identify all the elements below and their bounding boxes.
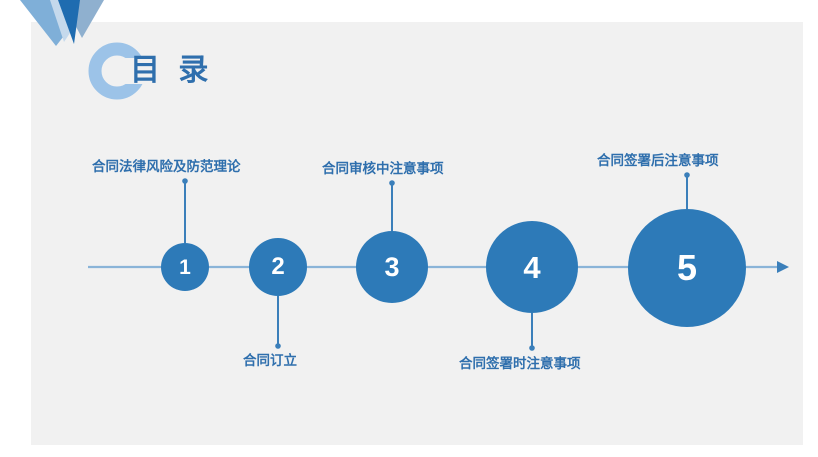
connector-dot-1 xyxy=(182,178,188,184)
timeline-node-3-number: 3 xyxy=(384,251,400,282)
connector-dot-4 xyxy=(529,345,535,351)
timeline-label-3: 合同审核中注意事项 xyxy=(322,161,444,176)
timeline-node-2[interactable]: 2 xyxy=(249,238,307,296)
timeline-label-1: 合同法律风险及防范理论 xyxy=(92,159,241,174)
timeline-label-4: 合同签署时注意事项 xyxy=(459,356,581,371)
timeline-node-4[interactable]: 4 xyxy=(486,221,578,313)
header: 目 录 xyxy=(88,42,348,106)
timeline-node-5[interactable]: 5 xyxy=(628,209,746,327)
connector-dot-5 xyxy=(684,172,690,178)
corner-decoration xyxy=(20,0,104,46)
connector-dot-3 xyxy=(389,180,395,186)
letter-c-logo-icon xyxy=(88,42,146,100)
timeline-node-1[interactable]: 1 xyxy=(161,243,209,291)
timeline-node-1-number: 1 xyxy=(179,255,191,279)
timeline-node-4-number: 4 xyxy=(523,249,541,285)
connector-dot-2 xyxy=(275,343,281,349)
timeline-node-5-number: 5 xyxy=(676,247,698,288)
timeline-node-2-number: 2 xyxy=(271,253,285,280)
timeline-label-2: 合同订立 xyxy=(243,353,297,368)
timeline-node-3[interactable]: 3 xyxy=(356,231,428,303)
timeline-label-5: 合同签署后注意事项 xyxy=(597,153,719,168)
triangle-dark-icon xyxy=(58,0,80,44)
timeline-arrowhead-icon xyxy=(777,261,789,273)
page-title: 目 录 xyxy=(130,54,214,87)
